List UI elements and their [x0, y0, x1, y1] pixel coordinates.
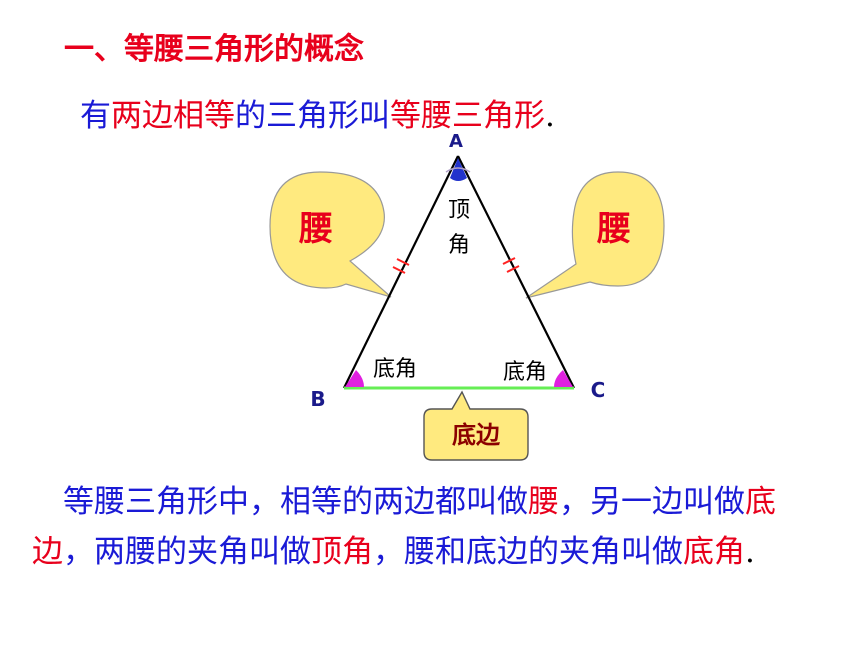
right-base-angle-mark — [554, 370, 573, 387]
definition-part-1: 有 — [80, 98, 111, 134]
definition-period: . — [545, 98, 555, 134]
vertex-label-b: B — [310, 387, 325, 411]
para-segment-3: ，另一边叫做 — [559, 484, 745, 520]
para-segment-7: ，腰和底边的夹角叫做 — [373, 534, 683, 570]
apex-angle-mark — [450, 158, 467, 181]
right-leg-tick-marks — [502, 257, 520, 273]
para-period: . — [745, 534, 755, 570]
para-segment-5: ，两腰的夹角叫做 — [63, 534, 311, 570]
left-callout-label: 腰 — [299, 209, 333, 249]
right-leg — [457, 155, 575, 389]
left-leg-tick-marks — [392, 258, 410, 274]
left-base-angle-mark — [345, 370, 364, 387]
right-leg-callout: 腰 — [525, 171, 665, 299]
right-callout-bubble — [525, 171, 665, 299]
definition-sentence: 有两边相等的三角形叫等腰三角形. — [80, 90, 555, 135]
para-keyword-apex-angle: 顶角 — [311, 534, 373, 570]
vertex-label-c: C — [591, 378, 606, 402]
apex-arc — [445, 167, 471, 173]
vertex-label-a: A — [449, 131, 463, 152]
definition-keyword-isosceles: 等腰三角形 — [390, 98, 545, 134]
base-callout-label: 底边 — [452, 421, 501, 449]
para-keyword-base-angle: 底角 — [683, 534, 745, 570]
left-leg-callout: 腰 — [269, 171, 392, 298]
definition-part-3: 的三角形叫 — [235, 98, 390, 134]
section-heading: 一、等腰三角形的概念 — [64, 32, 364, 67]
para-segment-1: 等腰三角形中，相等的两边都叫做 — [63, 484, 528, 520]
left-base-angle-label: 底角 — [373, 357, 417, 382]
para-keyword-base: 底边 — [32, 484, 776, 570]
apex-angle-label-line2: 角 — [448, 233, 470, 258]
definition-keyword-equal-sides: 两边相等 — [111, 98, 235, 134]
left-callout-bubble — [269, 171, 392, 298]
apex-angle-label-line1: 顶 — [448, 198, 470, 223]
base-callout-box — [423, 390, 529, 461]
para-keyword-leg: 腰 — [528, 484, 559, 520]
right-base-angle-label: 底角 — [503, 360, 547, 385]
base-callout: 底边 — [423, 390, 529, 461]
right-callout-label: 腰 — [597, 209, 631, 249]
explanation-paragraph: 等腰三角形中，相等的两边都叫做腰，另一边叫做底边，两腰的夹角叫做顶角，腰和底边的… — [32, 477, 832, 577]
